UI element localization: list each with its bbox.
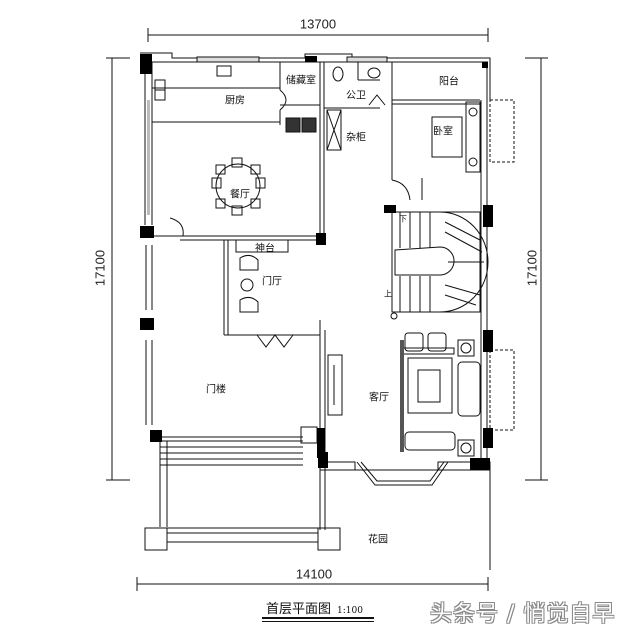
service-walls bbox=[280, 62, 386, 240]
bedroom-walls bbox=[391, 62, 515, 201]
title-underline-thin bbox=[262, 621, 374, 622]
kitchen-walls bbox=[152, 62, 287, 125]
room-label-foyer: 门厅 bbox=[262, 276, 282, 288]
room-label-closet: 杂柜 bbox=[346, 132, 366, 144]
drawing-scale: 1:100 bbox=[337, 606, 363, 616]
room-label-bedroom: 卧室 bbox=[433, 126, 453, 138]
staircase bbox=[390, 211, 489, 320]
room-label-living: 客厅 bbox=[369, 392, 389, 404]
top-dimension-line bbox=[147, 28, 489, 42]
room-label-storage: 储藏室 bbox=[286, 75, 316, 87]
watermark: 头条号 / 悄觉自早 bbox=[430, 602, 616, 627]
bottom-width-dimension: 14100 bbox=[295, 566, 333, 582]
stair-down-label: 下 bbox=[399, 214, 407, 224]
foyer-walls bbox=[223, 240, 320, 348]
title-underline bbox=[262, 617, 374, 619]
living-furniture bbox=[327, 332, 515, 570]
left-dimension-line bbox=[106, 57, 130, 481]
room-label-balcony: 阳台 bbox=[439, 76, 459, 88]
drawing-title-text: 首层平面图 bbox=[266, 602, 332, 617]
top-width-dimension: 13700 bbox=[299, 16, 337, 32]
room-label-altar: 神台 bbox=[255, 243, 275, 255]
room-label-porch: 门楼 bbox=[206, 384, 226, 396]
structural-columns bbox=[140, 54, 493, 470]
room-label-garden: 花园 bbox=[368, 534, 388, 546]
drawing-title: 首层平面图 1:100 bbox=[266, 598, 363, 617]
bottom-dimension-line bbox=[136, 577, 489, 591]
right-dimension-line bbox=[525, 57, 548, 481]
porch-walls bbox=[144, 320, 341, 551]
dining-table bbox=[211, 157, 266, 216]
room-label-kitchen: 厨房 bbox=[225, 95, 245, 107]
left-height-dimension: 17100 bbox=[92, 249, 108, 287]
dining-walls bbox=[152, 217, 320, 253]
exterior-walls bbox=[140, 52, 491, 471]
right-height-dimension: 17100 bbox=[524, 249, 540, 287]
room-label-public-bath: 公卫 bbox=[346, 90, 366, 102]
stair-up-label: 上 bbox=[384, 289, 392, 299]
room-label-dining: 餐厅 bbox=[230, 189, 250, 201]
